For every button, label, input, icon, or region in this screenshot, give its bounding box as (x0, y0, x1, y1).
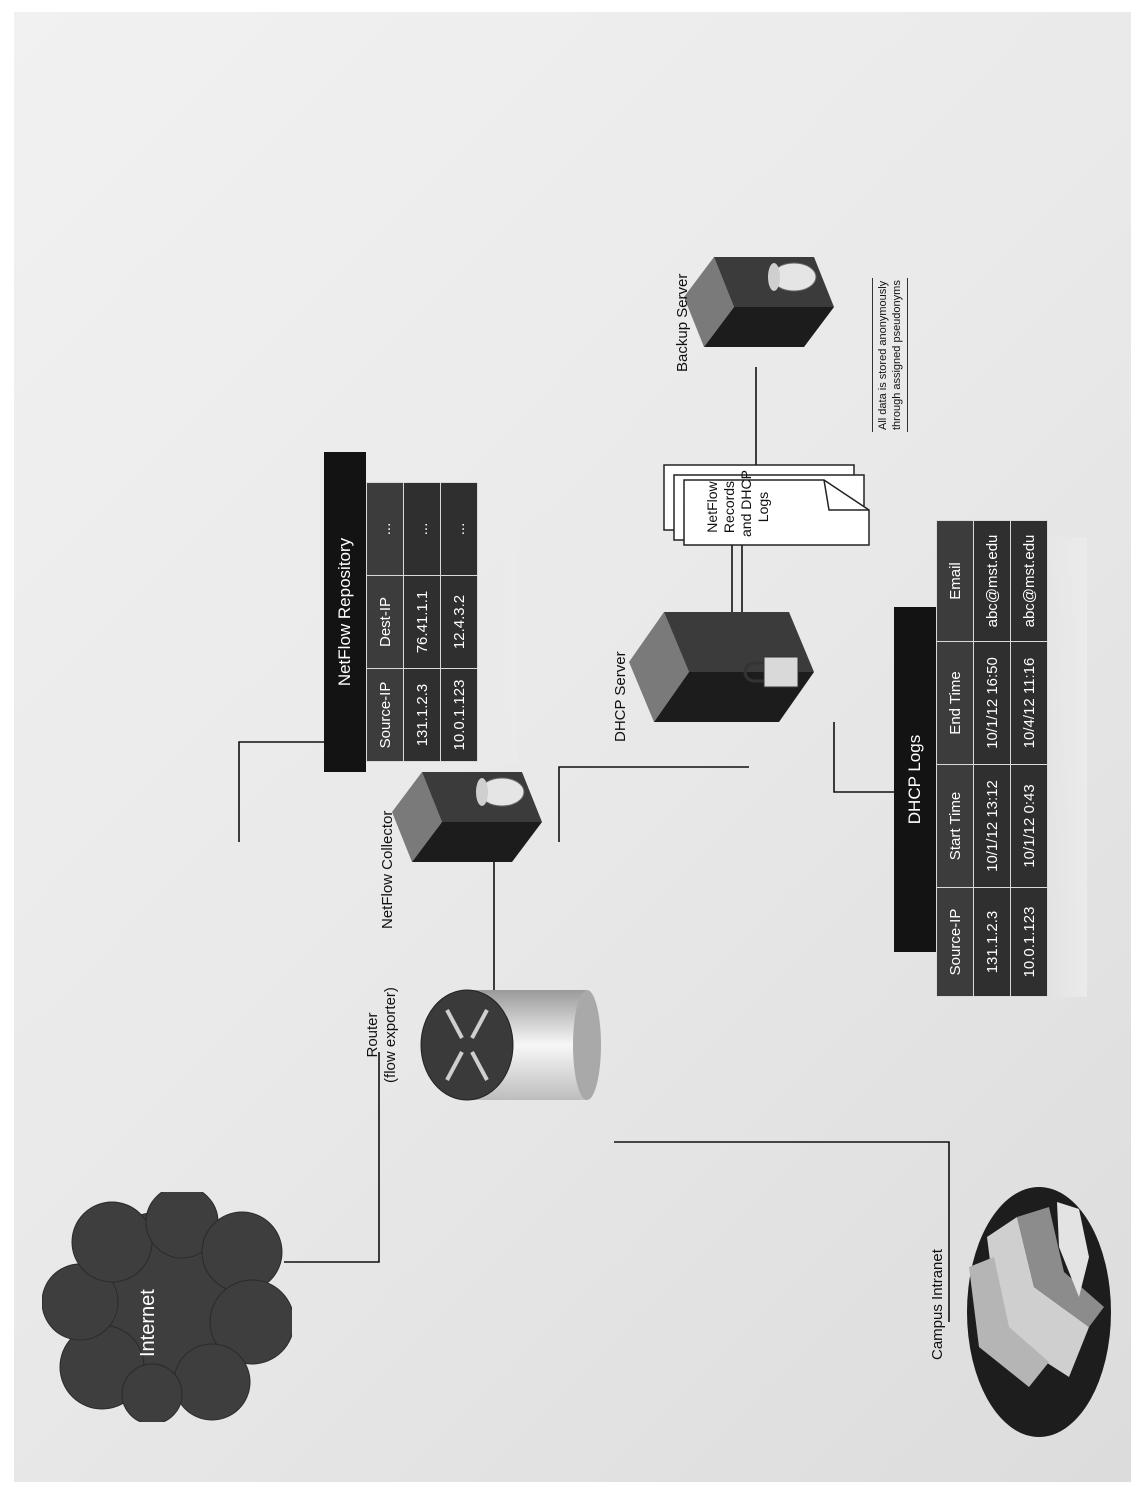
internet-label: Internet (137, 1289, 159, 1357)
table-header-cell: Source-IP (936, 887, 974, 997)
campus-intranet-icon (967, 1187, 1111, 1437)
table-row: Source-IP Dest-IP ... (366, 482, 404, 762)
table-cell: 12.4.3.2 (440, 575, 478, 669)
table-cell: 131.1.2.3 (403, 668, 441, 762)
table-row: Source-IP Start Time End Time Email (936, 520, 974, 997)
diagram-frame: Internet Campus Intranet Router (flow ex… (14, 12, 1131, 1482)
router-label-line1: Router (364, 1012, 381, 1058)
table-cell: 10.0.1.123 (1010, 887, 1048, 997)
netflow-repository-table: Source-IP Dest-IP ... 131.1.2.3 76.41.1.… (366, 482, 478, 762)
note-line1: All data is stored anonymously (877, 280, 889, 430)
router-label: Router (flow exporter) (364, 955, 400, 1115)
table-cell: 10/1/12 0:43 (1010, 764, 1048, 888)
table-cell: 10/1/12 16:50 (973, 641, 1011, 765)
table-header-cell: Start Time (936, 764, 974, 888)
table-row: 131.1.2.3 76.41.1.1 ... (403, 482, 441, 762)
dhcp-server-label: DHCP Server (612, 651, 629, 742)
campus-intranet-label: Campus Intranet (929, 1249, 946, 1360)
table-cell: abc@mst.edu (1010, 520, 1048, 642)
table-cell: abc@mst.edu (973, 520, 1011, 642)
document-label-line2: Records (721, 480, 737, 534)
table-fade (1047, 537, 1087, 997)
dhcp-server-icon (629, 612, 814, 722)
network-diagram: Internet Campus Intranet Router (flow ex… (14, 12, 1131, 1482)
document-label-line1: NetFlow (704, 481, 720, 533)
anonymity-note: All data is stored anonymously through a… (872, 278, 908, 432)
netflow-collector-server-icon (392, 772, 542, 862)
document-label-line4: Logs (755, 491, 771, 523)
dhcp-logs-table: Source-IP Start Time End Time Email 131.… (936, 520, 1048, 997)
document-icon (663, 464, 870, 546)
line-dhcp-logs (833, 722, 894, 793)
table-row: 10.0.1.123 12.4.3.2 ... (440, 482, 478, 762)
table-cell: 10/1/12 13:12 (973, 764, 1011, 888)
router-icon (420, 989, 601, 1101)
table-cell: 10.0.1.123 (440, 668, 478, 762)
document-label-line3: and DHCP (738, 470, 754, 537)
backup-server-label: Backup Server (674, 273, 691, 372)
dhcp-logs-title: DHCP Logs (894, 607, 936, 952)
table-header-cell: Dest-IP (366, 575, 404, 669)
backup-server-icon (684, 257, 834, 347)
table-fade (477, 462, 517, 762)
line-internet-router (284, 1052, 380, 1263)
document-label: NetFlow Records and DHCP Logs (704, 470, 772, 537)
table-cell: ... (440, 482, 478, 576)
internet-cloud-icon (42, 1192, 292, 1422)
table-row: 131.1.2.3 10/1/12 13:12 10/1/12 16:50 ab… (973, 520, 1011, 997)
netflow-repository-title: NetFlow Repository (324, 452, 366, 772)
note-line2: through assigned pseudonyms (891, 280, 903, 430)
line-router-campus (614, 1141, 950, 1322)
table-cell: ... (403, 482, 441, 576)
table-header-cell: ... (366, 482, 404, 576)
netflow-collector-label: NetFlow Collector (379, 810, 396, 929)
line-collector-dhcp (558, 766, 749, 842)
router-label-line2: (flow exporter) (382, 987, 399, 1083)
table-cell: 76.41.1.1 (403, 575, 441, 669)
table-cell: 10/4/12 11:16 (1010, 641, 1048, 765)
table-cell: 131.1.2.3 (973, 887, 1011, 997)
table-header-cell: Source-IP (366, 668, 404, 762)
line-collector-repository (238, 741, 354, 842)
table-header-cell: End Time (936, 641, 974, 765)
table-header-cell: Email (936, 520, 974, 642)
table-row: 10.0.1.123 10/1/12 0:43 10/4/12 11:16 ab… (1010, 520, 1048, 997)
